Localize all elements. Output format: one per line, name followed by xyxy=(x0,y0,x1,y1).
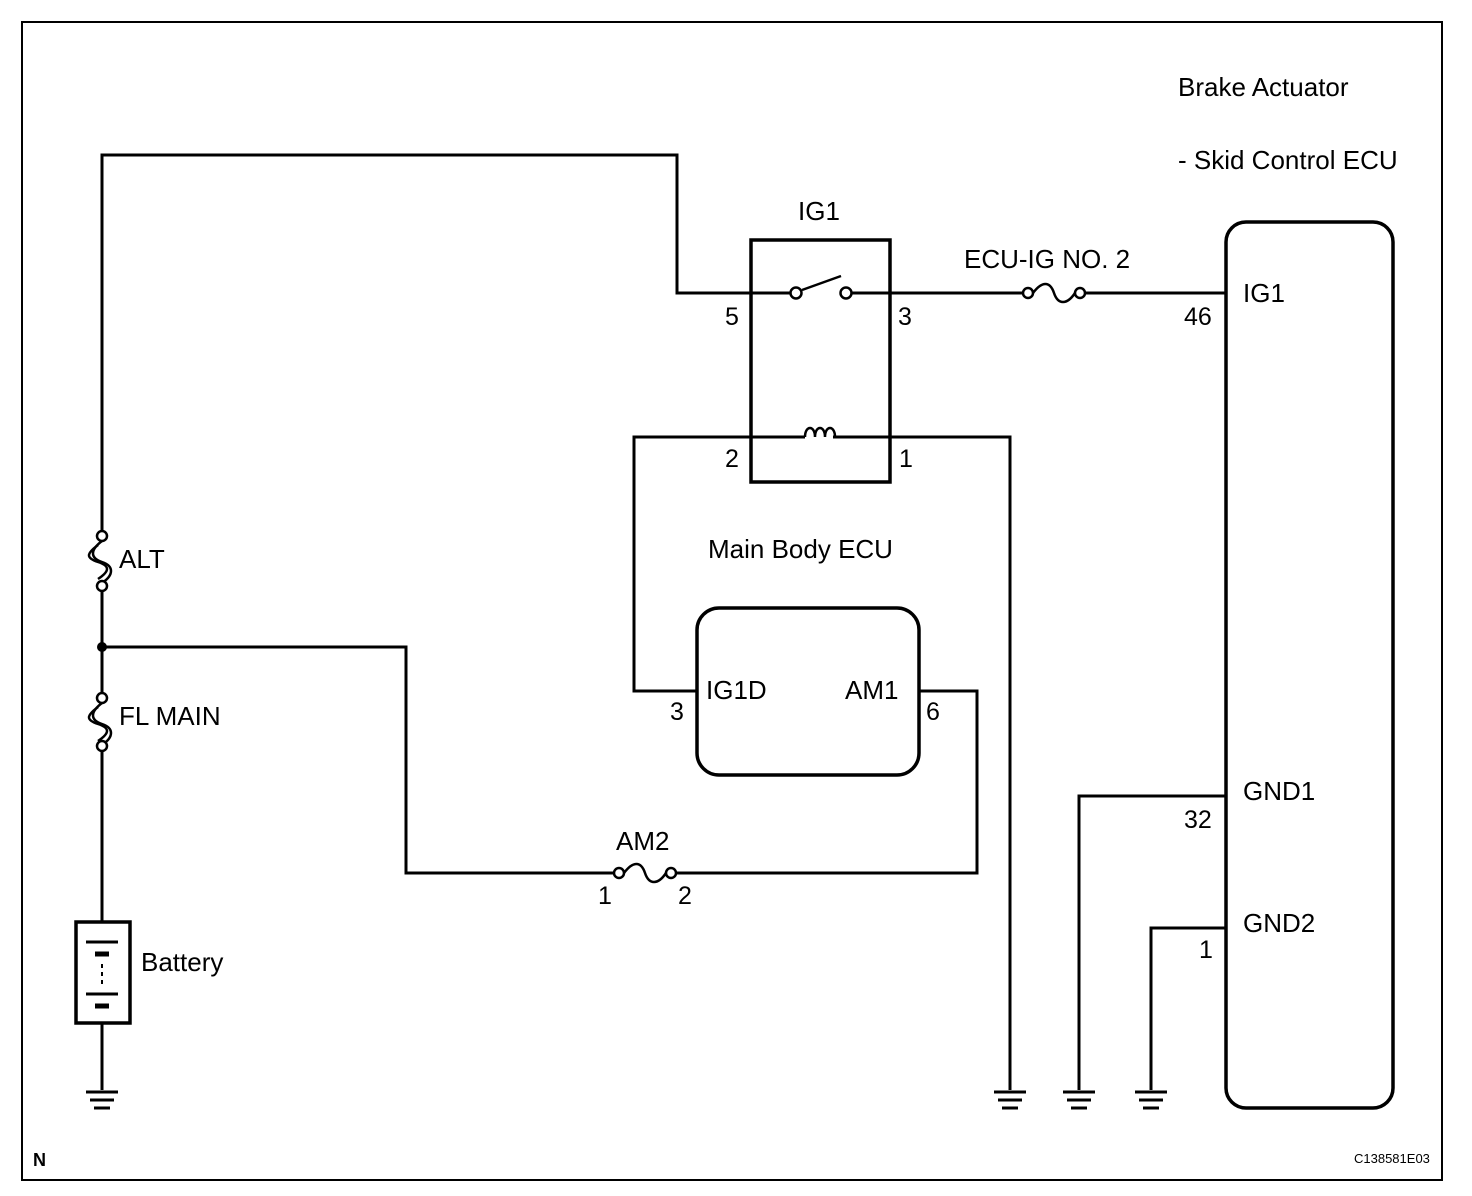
fuse-terminal xyxy=(1021,286,1035,300)
main-body-ecu-label: Main Body ECU xyxy=(708,534,893,564)
ground-icon xyxy=(1063,1090,1095,1110)
actuator-pin-gnd2-name: GND2 xyxy=(1243,908,1315,938)
ig1-relay xyxy=(749,238,892,484)
relay-coil-icon xyxy=(803,426,837,438)
corner-mark: N xyxy=(33,1150,46,1170)
battery xyxy=(74,920,132,1025)
wire-relay-pin2-to-ig1d xyxy=(632,435,805,693)
relay-pin-5: 5 xyxy=(725,303,739,331)
relay-pin-1: 1 xyxy=(899,445,913,473)
fuse-icon xyxy=(87,544,109,581)
ecu-pin-am1-number: 6 xyxy=(926,698,940,726)
actuator-pin-ig1-number: 46 xyxy=(1184,303,1212,331)
diagram-frame xyxy=(21,21,1443,1181)
brake-actuator-title-line1: Brake Actuator xyxy=(1178,72,1349,102)
ground-icon xyxy=(1135,1090,1167,1110)
ecu-pin-am1-name: AM1 xyxy=(845,675,898,705)
ecu-pin-ig1d-number: 3 xyxy=(670,698,684,726)
fuse-am2-pin-1: 1 xyxy=(598,882,612,910)
ig1-relay-box xyxy=(749,238,892,484)
fuse-terminal xyxy=(95,739,109,753)
wire-alt-to-ig1-pin5 xyxy=(100,153,796,536)
actuator-pin-gnd2-number: 1 xyxy=(1199,936,1213,964)
relay-contact-5 xyxy=(789,286,803,300)
ground-icon xyxy=(86,1090,118,1110)
fuse-terminal xyxy=(95,529,109,543)
actuator-pin-gnd1-number: 32 xyxy=(1184,806,1212,834)
actuator-pin-gnd1-name: GND1 xyxy=(1243,776,1315,806)
relay-contact-3 xyxy=(839,286,853,300)
ecu-pin-ig1d-name: IG1D xyxy=(706,675,767,705)
wire-relay-pin1-to-ground xyxy=(833,435,1012,1090)
fuse-icon xyxy=(1032,282,1077,304)
relay-pin-2: 2 xyxy=(725,445,739,473)
fuse-terminal xyxy=(95,579,109,593)
battery-box xyxy=(74,920,132,1025)
wire-am2-to-am1 xyxy=(671,689,979,875)
fuse-ecu-ig-no2-label: ECU-IG NO. 2 xyxy=(964,244,1130,274)
fuse-icon xyxy=(87,706,109,743)
fuse-fl-main-label: FL MAIN xyxy=(119,701,221,731)
fuse-terminal xyxy=(664,866,678,880)
figure-id: C138581E03 xyxy=(1354,1151,1430,1166)
wire-junction-to-am2 xyxy=(102,645,619,875)
relay-pin-3: 3 xyxy=(898,303,912,331)
ground-icon xyxy=(994,1090,1026,1110)
main-body-ecu-box xyxy=(695,606,921,777)
fuse-fl-main xyxy=(87,691,113,753)
fuse-am2-pin-2: 2 xyxy=(678,882,692,910)
fuse-alt-label: ALT xyxy=(119,544,165,574)
battery-label: Battery xyxy=(141,947,223,977)
wire-gnd2-to-ground xyxy=(1149,926,1226,1090)
fuse-ecu-ig-no2 xyxy=(1021,282,1087,304)
ig1-relay-label: IG1 xyxy=(798,196,840,226)
fuse-terminal xyxy=(1073,286,1087,300)
fuse-alt xyxy=(87,529,113,593)
actuator-pin-ig1-name: IG1 xyxy=(1243,278,1285,308)
relay-switch-blade xyxy=(801,274,842,292)
brake-actuator-box xyxy=(1224,220,1395,1110)
wire-gnd1-to-ground xyxy=(1077,794,1226,1090)
fuse-am2 xyxy=(612,862,678,884)
fuse-terminal xyxy=(95,691,109,705)
fuse-terminal xyxy=(612,866,626,880)
fuse-am2-label: AM2 xyxy=(616,826,669,856)
fuse-icon xyxy=(623,862,668,884)
junction-dot xyxy=(97,642,107,652)
brake-actuator-title-line2: - Skid Control ECU xyxy=(1178,145,1398,175)
